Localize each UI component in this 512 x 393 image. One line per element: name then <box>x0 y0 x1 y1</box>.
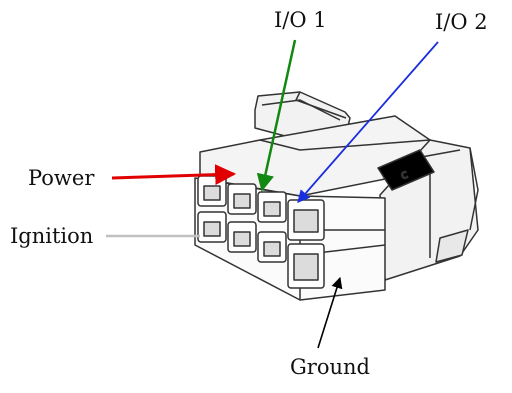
ground-label: Ground <box>290 355 370 379</box>
pin-cavities <box>197 175 325 289</box>
latch-tab <box>377 149 435 191</box>
pin-cavity-io2 <box>257 191 287 223</box>
pin-cavity-7 <box>257 231 287 263</box>
power-arrow <box>111 164 237 186</box>
pin-cavity-io1 <box>227 183 257 215</box>
ignition-label: Ignition <box>10 224 94 248</box>
pin-cavity-6 <box>227 221 257 253</box>
pin-cavity-4 <box>287 199 325 241</box>
io1-arrow <box>256 39 297 192</box>
io2-arrow <box>297 41 439 203</box>
pin-cavity-power <box>197 175 227 207</box>
pin-cavity-ignition <box>197 211 227 243</box>
power-label: Power <box>28 166 95 190</box>
io1-label: I/O 1 <box>274 8 327 32</box>
pin-cavity-ground <box>287 243 325 289</box>
ground-arrow <box>317 276 343 349</box>
io2-label: I/O 2 <box>435 10 488 34</box>
